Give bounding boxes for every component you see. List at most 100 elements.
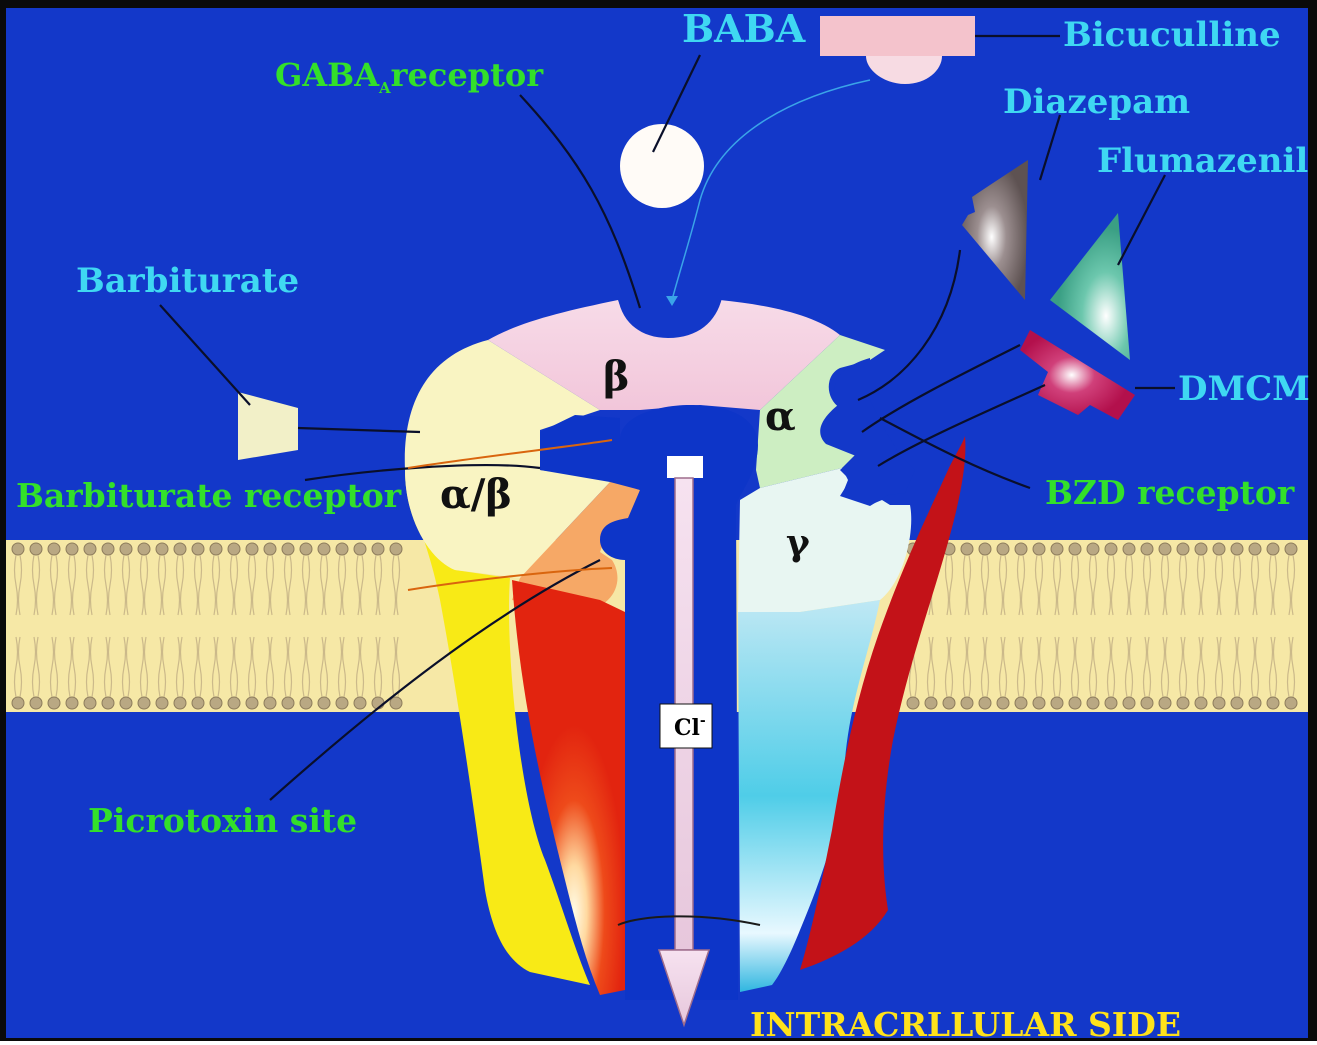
beta-label: β [603, 353, 630, 400]
lipid-head-top [66, 543, 78, 555]
lipid-head-top [1051, 543, 1063, 555]
alpha-label: α [765, 393, 796, 440]
lipid-head-bottom [282, 697, 294, 709]
lipid-head-top [1033, 543, 1045, 555]
lipid-head-bottom [12, 697, 24, 709]
dmcm-label: DMCM [1178, 369, 1310, 409]
lipid-head-bottom [192, 697, 204, 709]
bzd-receptor-label: BZD receptor [1045, 473, 1295, 512]
lipid-head-bottom [925, 697, 937, 709]
ion-charge: - [700, 713, 706, 729]
lipid-head-top [300, 543, 312, 555]
lipid-head-bottom [120, 697, 132, 709]
picrotoxin-site-label: Picrotoxin site [88, 801, 357, 840]
lipid-head-top [120, 543, 132, 555]
barbiturate-receptor-label: Barbiturate receptor [16, 476, 402, 515]
lipid-head-bottom [1177, 697, 1189, 709]
arrow-cap [667, 456, 703, 478]
gaba-sub: A [378, 79, 391, 97]
lipid-head-top [192, 543, 204, 555]
lipid-head-top [84, 543, 96, 555]
bicuculline-bar [820, 16, 975, 56]
flumazenil-label: Flumazenil [1097, 141, 1308, 181]
lipid-head-bottom [1159, 697, 1171, 709]
lipid-head-top [1249, 543, 1261, 555]
lipid-head-top [228, 543, 240, 555]
lipid-head-bottom [1051, 697, 1063, 709]
lipid-head-top [336, 543, 348, 555]
baba-ligand [620, 124, 704, 208]
lipid-head-top [1177, 543, 1189, 555]
intracellular-side-label: INTRACRLLULAR SIDE [750, 1005, 1181, 1041]
lipid-head-bottom [1213, 697, 1225, 709]
lipid-head-bottom [1195, 697, 1207, 709]
lipid-head-bottom [30, 697, 42, 709]
lipid-head-bottom [210, 697, 222, 709]
lipid-head-top [1159, 543, 1171, 555]
lipid-head-top [318, 543, 330, 555]
lipid-head-top [1141, 543, 1153, 555]
lipid-head-top [264, 543, 276, 555]
lipid-head-top [282, 543, 294, 555]
lipid-head-bottom [1087, 697, 1099, 709]
lipid-head-bottom [336, 697, 348, 709]
lipid-head-bottom [354, 697, 366, 709]
lipid-head-bottom [907, 697, 919, 709]
lipid-head-bottom [48, 697, 60, 709]
lipid-head-bottom [102, 697, 114, 709]
lipid-head-top [1195, 543, 1207, 555]
lipid-head-top [138, 543, 150, 555]
lipid-head-top [372, 543, 384, 555]
alpha-beta-label: α/β [440, 471, 512, 518]
lipid-head-bottom [246, 697, 258, 709]
lipid-head-bottom [1033, 697, 1045, 709]
lipid-head-top [961, 543, 973, 555]
lipid-head-bottom [300, 697, 312, 709]
lipid-head-top [979, 543, 991, 555]
lipid-head-top [1213, 543, 1225, 555]
gamma-label: γ [786, 522, 810, 564]
lipid-head-bottom [1069, 697, 1081, 709]
lipid-head-top [246, 543, 258, 555]
bicuculline-label: Bicuculline [1063, 15, 1281, 55]
lipid-head-bottom [961, 697, 973, 709]
lipid-head-bottom [138, 697, 150, 709]
lipid-head-bottom [1267, 697, 1279, 709]
lipid-head-bottom [1249, 697, 1261, 709]
lipid-head-top [1087, 543, 1099, 555]
lipid-head-bottom [264, 697, 276, 709]
lipid-head-top [210, 543, 222, 555]
lipid-head-top [1105, 543, 1117, 555]
lipid-head-bottom [228, 697, 240, 709]
lipid-head-top [1069, 543, 1081, 555]
gaba-rest: receptor [391, 56, 545, 94]
lipid-head-bottom [1231, 697, 1243, 709]
lipid-head-top [174, 543, 186, 555]
lipid-head-bottom [1015, 697, 1027, 709]
lipid-head-top [30, 543, 42, 555]
lipid-head-bottom [174, 697, 186, 709]
lipid-head-top [354, 543, 366, 555]
lipid-head-top [1123, 543, 1135, 555]
lipid-head-bottom [979, 697, 991, 709]
lipid-head-top [390, 543, 402, 555]
diazepam-label: Diazepam [1003, 82, 1190, 122]
lipid-head-bottom [318, 697, 330, 709]
lipid-head-top [156, 543, 168, 555]
gaba-receptor-label: GABAAreceptor [275, 56, 544, 97]
lipid-head-top [1267, 543, 1279, 555]
lipid-head-bottom [84, 697, 96, 709]
baba-label: BABA [682, 6, 806, 51]
lipid-head-bottom [66, 697, 78, 709]
lipid-head-top [12, 543, 24, 555]
lipid-head-bottom [1141, 697, 1153, 709]
lipid-head-top [1231, 543, 1243, 555]
lipid-head-bottom [1105, 697, 1117, 709]
lipid-head-top [102, 543, 114, 555]
barbiturate-label: Barbiturate [76, 261, 299, 301]
lipid-head-top [48, 543, 60, 555]
lipid-head-bottom [943, 697, 955, 709]
lipid-head-bottom [997, 697, 1009, 709]
